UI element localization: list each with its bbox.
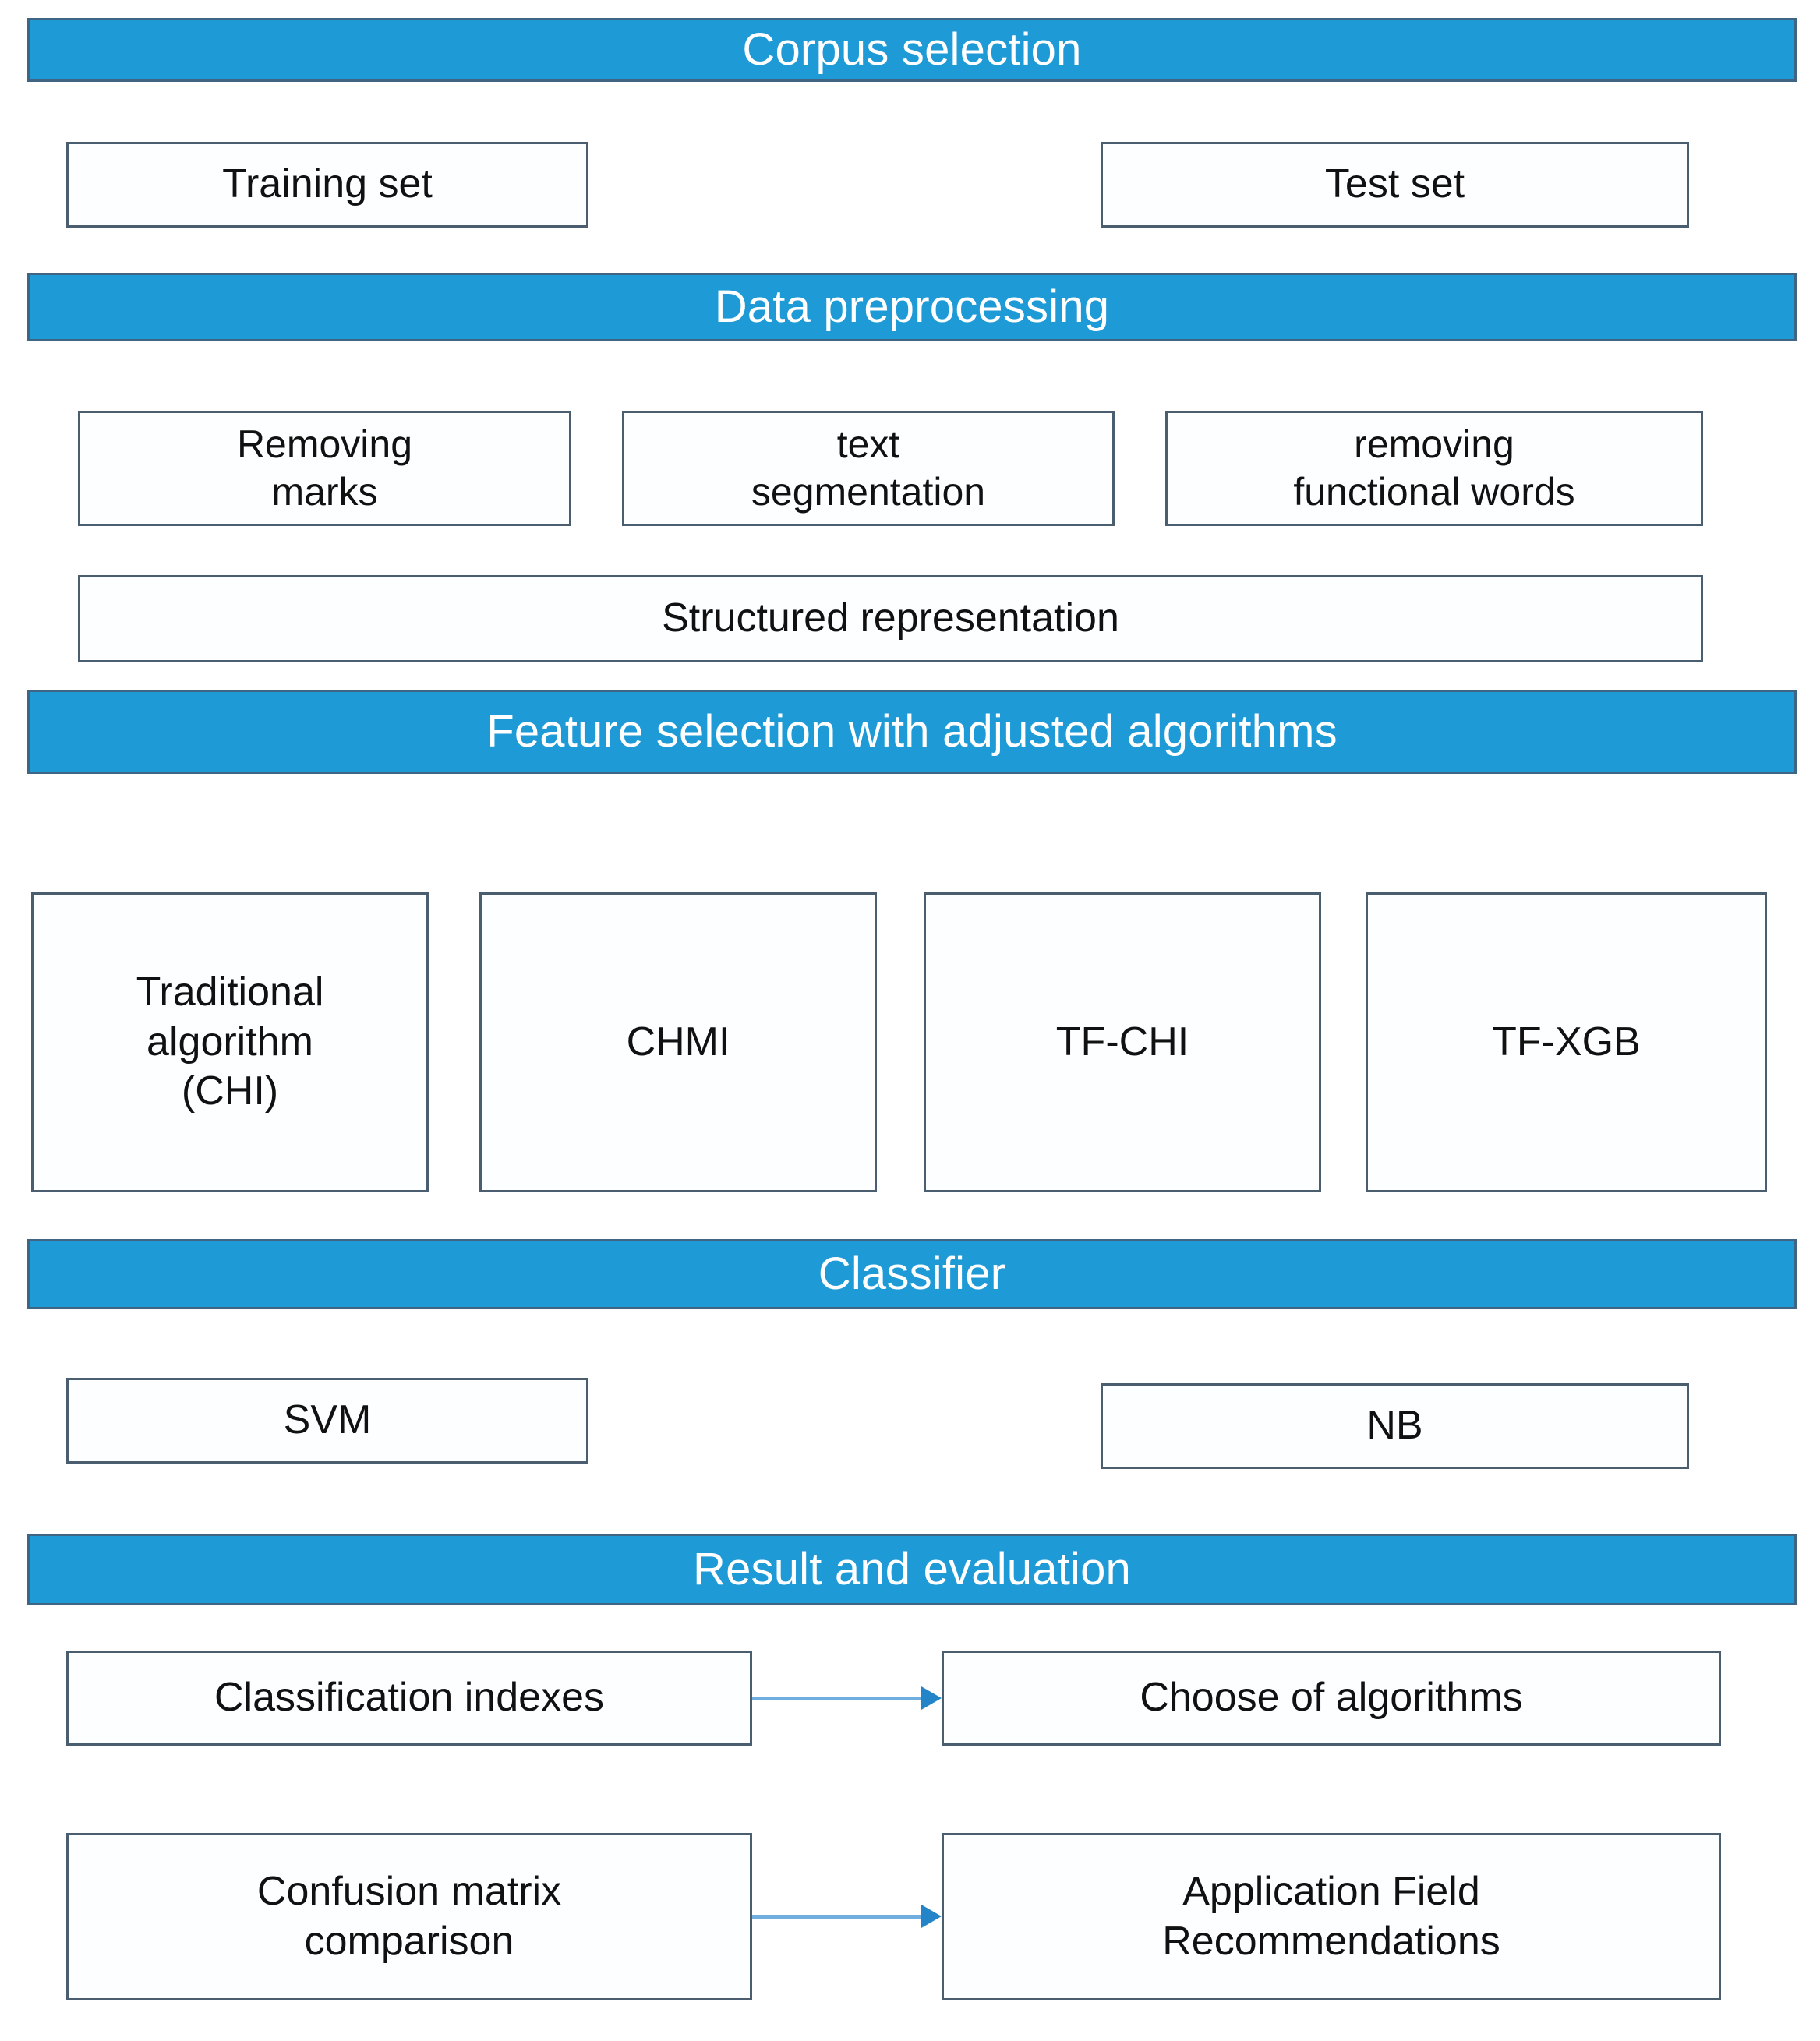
node-tf-xgb[interactable]: TF-XGB (1366, 892, 1767, 1192)
node-removing-marks[interactable]: Removing marks (78, 411, 571, 526)
node-confusion-matrix-comparison[interactable]: Confusion matrix comparison (66, 1833, 752, 2000)
node-training-set[interactable]: Training set (66, 142, 588, 228)
node-chmi[interactable]: CHMI (479, 892, 877, 1192)
node-test-set[interactable]: Test set (1101, 142, 1689, 228)
section-header-classifier: Classifier (27, 1239, 1797, 1309)
node-removing-functional-words[interactable]: removing functional words (1165, 411, 1703, 526)
node-classification-indexes[interactable]: Classification indexes (66, 1651, 752, 1746)
section-header-data-preprocessing: Data preprocessing (27, 273, 1797, 341)
section-header-result-and-evaluation: Result and evaluation (27, 1534, 1797, 1605)
arrow-head-icon (921, 1905, 942, 1928)
node-nb[interactable]: NB (1101, 1383, 1689, 1469)
node-text-segmentation[interactable]: text segmentation (622, 411, 1115, 526)
node-traditional-algorithm-chi[interactable]: Traditional algorithm (CHI) (31, 892, 429, 1192)
node-tf-chi[interactable]: TF-CHI (924, 892, 1321, 1192)
arrow-head-icon (921, 1686, 942, 1710)
arrow-confusion-matrix-to-application-field (752, 1905, 942, 1928)
node-svm[interactable]: SVM (66, 1378, 588, 1464)
node-choose-of-algorithms[interactable]: Choose of algorithms (942, 1651, 1721, 1746)
arrow-classification-indexes-to-choose-of-algorithms (752, 1686, 942, 1710)
node-structured-representation[interactable]: Structured representation (78, 575, 1703, 662)
node-application-field-recommendations[interactable]: Application Field Recommendations (942, 1833, 1721, 2000)
section-header-feature-selection: Feature selection with adjusted algorith… (27, 690, 1797, 774)
arrow-shaft (752, 1696, 921, 1700)
section-header-corpus-selection: Corpus selection (27, 18, 1797, 82)
arrow-shaft (752, 1914, 921, 1919)
